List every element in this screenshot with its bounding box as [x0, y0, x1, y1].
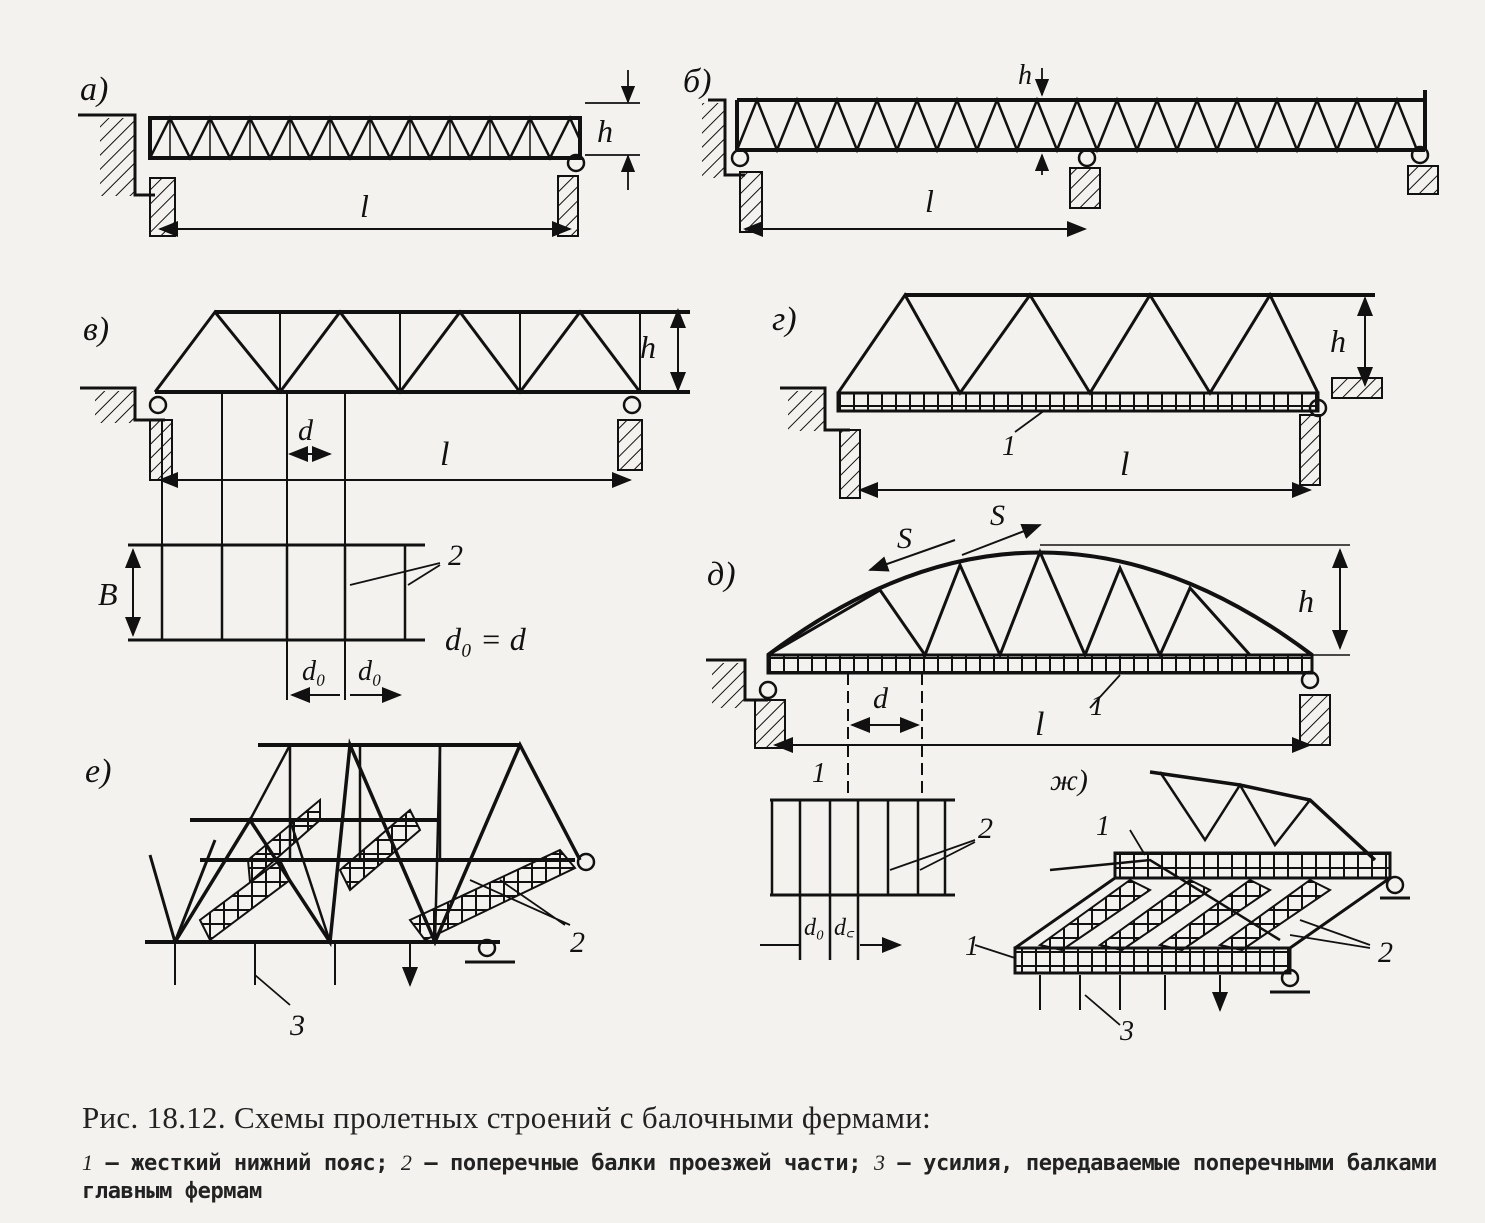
panel-v-span-label: l — [440, 436, 449, 473]
panel-zh-num-2: 2 — [1378, 936, 1393, 969]
panel-v-num-2: 2 — [448, 539, 463, 572]
panel-d-dc-label: d꜀ — [834, 915, 855, 941]
panel-v-equation: d₀ = d — [445, 621, 527, 657]
panel-b-label: б) — [683, 63, 711, 100]
panel-d-label: д) — [707, 556, 736, 593]
panel-g — [780, 291, 1383, 499]
panel-v-d0-label: d₀ — [302, 656, 326, 687]
panel-g-label: г) — [772, 301, 797, 338]
legend-item-2: — поперечные балки проезжей части; — [411, 1151, 874, 1176]
panel-zh-num-3: 3 — [1119, 1016, 1134, 1047]
legend-num-3: 3 — [873, 1150, 885, 1175]
panel-d-height-label: h — [1298, 583, 1314, 619]
panel-g-num-1: 1 — [1002, 431, 1016, 462]
panel-d — [706, 525, 1350, 960]
legend-num-2: 2 — [400, 1150, 412, 1175]
panel-v — [80, 308, 690, 700]
panel-d-num-1b: 1 — [812, 758, 826, 789]
figure-drawing: а) l h б) l h — [78, 60, 1439, 1047]
panel-d-num-2: 2 — [978, 812, 993, 845]
panel-zh — [974, 770, 1410, 1025]
panel-e-num-3: 3 — [289, 1009, 305, 1042]
panel-e-num-2: 2 — [570, 926, 585, 959]
panel-v-width-label: B — [98, 576, 118, 612]
panel-zh-num-1b: 1 — [965, 931, 979, 962]
panel-b-height-label: h — [1018, 60, 1032, 91]
panel-g-height-label: h — [1330, 323, 1346, 359]
panel-b — [702, 68, 1439, 237]
panel-d-d0-label: d₀ — [804, 915, 824, 941]
legend-item-1: — жесткий нижний пояс; — [92, 1151, 401, 1176]
panel-v-height-label: h — [640, 329, 656, 365]
panel-e-label: е) — [85, 753, 111, 790]
panel-v-label: в) — [83, 311, 109, 348]
panel-d-span-label: l — [1035, 706, 1044, 743]
panel-d-num-1: 1 — [1090, 691, 1104, 722]
panel-a-height-label: h — [597, 113, 613, 149]
panel-a-label: а) — [80, 71, 108, 108]
panel-g-span-label: l — [1120, 446, 1129, 483]
panel-b-span-label: l — [925, 183, 934, 219]
panel-a — [78, 70, 640, 237]
panel-a-span-label: l — [360, 188, 369, 224]
panel-v-d0b-label: d₀ — [358, 656, 382, 687]
figure-caption-title: Рис. 18.12. Схемы пролетных строений с б… — [82, 1100, 932, 1135]
panel-d-s1-label: S — [897, 522, 912, 555]
panel-d-panel-label: d — [873, 682, 889, 715]
panel-d-s2-label: S — [990, 499, 1005, 532]
panel-zh-num-1a: 1 — [1096, 811, 1110, 842]
figure-caption-legend: 1 — жесткий нижний пояс; 2 — поперечные … — [82, 1149, 1472, 1206]
legend-item-3: — усилия, передаваемые поперечными балка… — [82, 1151, 1437, 1204]
panel-e — [145, 738, 596, 1006]
legend-num-1: 1 — [82, 1150, 93, 1175]
panel-v-panel-label: d — [298, 414, 314, 447]
panel-zh-label: ж) — [1050, 764, 1088, 797]
